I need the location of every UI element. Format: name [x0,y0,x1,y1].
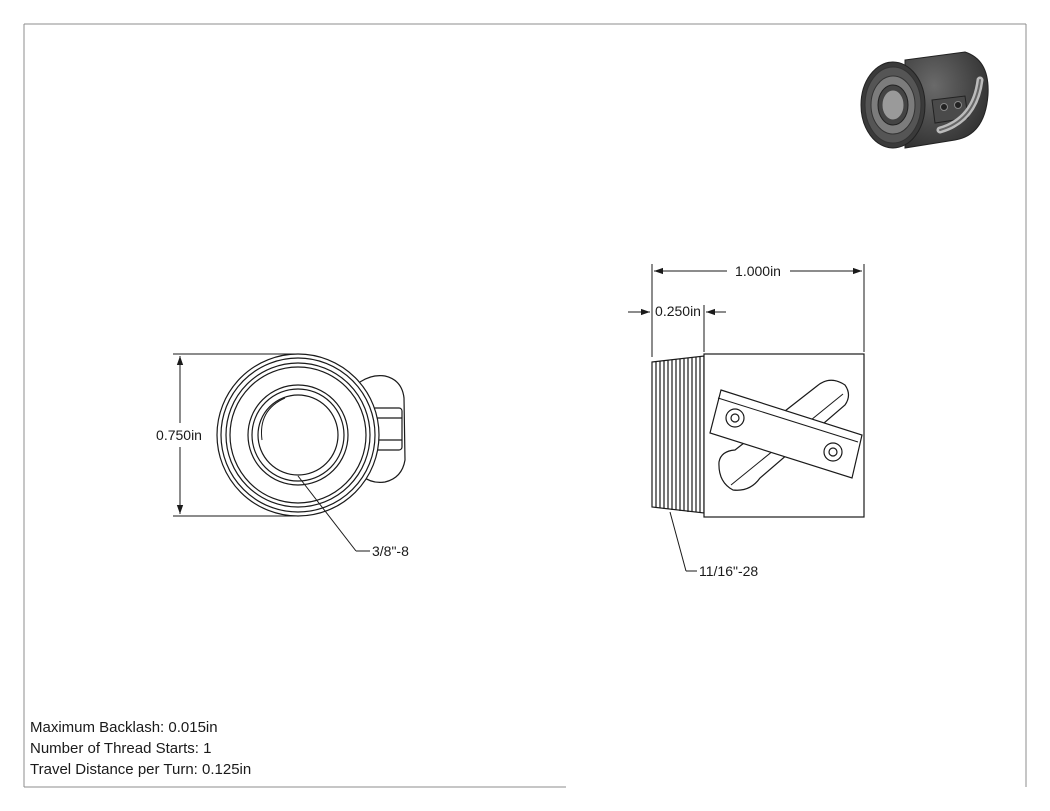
height-dimension [173,353,298,517]
note-backlash: Maximum Backlash: 0.015in [30,719,218,736]
height-dimension-label: 0.750in [156,427,202,443]
front-view [216,353,406,517]
specification-notes: Maximum Backlash: 0.015in Number of Thre… [30,717,251,780]
inner-thread-leader [297,475,370,552]
side-view [651,353,865,518]
width-dimension-label: 1.000in [735,263,781,279]
thread-length-dimension-label: 0.250in [655,303,701,319]
inner-thread-callout: 3/8"-8 [372,543,409,559]
thread-length-dimension [628,305,726,356]
isometric-view [860,51,989,149]
outer-thread-leader [669,511,697,572]
outer-thread-callout: 11/16"-28 [699,563,758,579]
sheet-border [23,23,1027,788]
note-travel-distance: Travel Distance per Turn: 0.125in [30,761,252,778]
note-thread-starts: Number of Thread Starts: 1 [30,740,212,757]
